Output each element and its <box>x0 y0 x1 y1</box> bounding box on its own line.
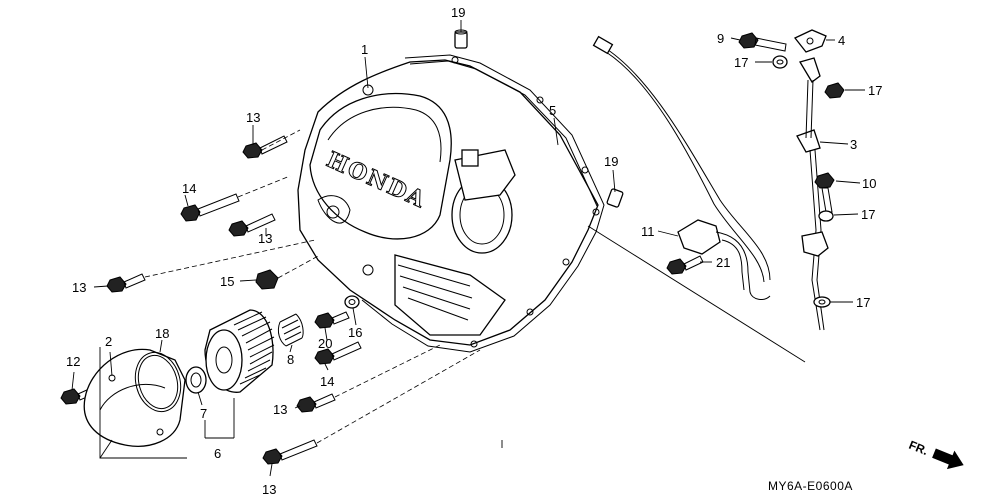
callout-17-a: 17 <box>734 55 748 70</box>
callout-13-upper: 13 <box>246 110 260 125</box>
plug-15[interactable] <box>255 254 321 290</box>
callout-20: 20 <box>318 336 332 351</box>
callout-5: 5 <box>549 103 556 118</box>
oil-filter[interactable] <box>204 309 275 393</box>
callout-15: 15 <box>220 274 234 289</box>
callout-13-lower: 13 <box>273 402 287 417</box>
bolt-13-bottom[interactable] <box>262 349 481 465</box>
callout-19-top: 19 <box>451 5 465 20</box>
gasket[interactable] <box>361 54 605 353</box>
callout-17-c: 17 <box>861 207 875 222</box>
callout-9: 9 <box>717 31 724 46</box>
callout-17-d: 17 <box>856 295 870 310</box>
bolt-9[interactable] <box>738 32 787 52</box>
callout-labels: 1 2 3 4 5 6 7 8 9 10 11 12 13 13 13 13 1… <box>66 5 882 497</box>
callout-2: 2 <box>105 334 112 349</box>
front-arrow-icon <box>932 448 964 470</box>
callout-16: 16 <box>348 325 362 340</box>
diagram-code: MY6A-E0600A <box>768 479 853 493</box>
crankcase-cover[interactable]: HONDA <box>297 54 605 353</box>
washer-17-a[interactable] <box>772 55 788 69</box>
dowel-pin-top[interactable] <box>454 29 468 49</box>
o-ring-7[interactable] <box>185 366 207 394</box>
callout-10: 10 <box>862 176 876 191</box>
bolt-14-left[interactable] <box>180 175 291 222</box>
callout-19-right: 19 <box>604 154 618 169</box>
front-direction-marker: FR. <box>907 438 964 470</box>
callout-1: 1 <box>361 42 368 57</box>
callout-7: 7 <box>200 406 207 421</box>
callout-14-left: 14 <box>182 181 196 196</box>
o-ring-18[interactable] <box>129 347 187 416</box>
bolt-13-middle[interactable] <box>228 213 276 237</box>
sensor-11[interactable] <box>677 219 771 300</box>
leader-lines <box>71 20 865 477</box>
bolt-14-right[interactable] <box>314 341 362 365</box>
bolt-10[interactable] <box>814 172 835 213</box>
callout-4: 4 <box>838 33 845 48</box>
callout-11: 11 <box>641 224 655 239</box>
nut-17-b[interactable] <box>824 82 845 99</box>
clamp-3[interactable] <box>796 57 829 331</box>
oil-filter-cover[interactable] <box>83 348 186 447</box>
callout-18: 18 <box>155 326 169 341</box>
front-marker-label: FR. <box>907 438 930 458</box>
callout-12: 12 <box>66 354 80 369</box>
callout-13-bottom: 13 <box>262 482 276 497</box>
bolt-13-left[interactable] <box>106 239 316 293</box>
callout-13-middle: 13 <box>258 231 272 246</box>
bracket-4[interactable] <box>793 29 827 53</box>
bolt-13-lower[interactable] <box>296 344 441 413</box>
callout-14-right: 14 <box>320 374 334 389</box>
dowel-pin-right[interactable] <box>606 188 624 208</box>
callout-8: 8 <box>287 352 294 367</box>
washer-17-d[interactable] <box>813 296 831 308</box>
callout-6: 6 <box>214 446 221 461</box>
bolt-21[interactable] <box>666 255 704 275</box>
callout-13-left: 13 <box>72 280 86 295</box>
spring-8[interactable] <box>277 313 304 347</box>
bolt-20[interactable] <box>314 311 350 329</box>
callout-21: 21 <box>716 255 730 270</box>
callout-3: 3 <box>850 137 857 152</box>
washer-16[interactable] <box>344 295 360 309</box>
bolt-13-upper[interactable] <box>242 129 301 159</box>
wire-harness[interactable] <box>592 35 771 283</box>
washer-17-c[interactable] <box>818 210 834 222</box>
callout-17-b: 17 <box>868 83 882 98</box>
